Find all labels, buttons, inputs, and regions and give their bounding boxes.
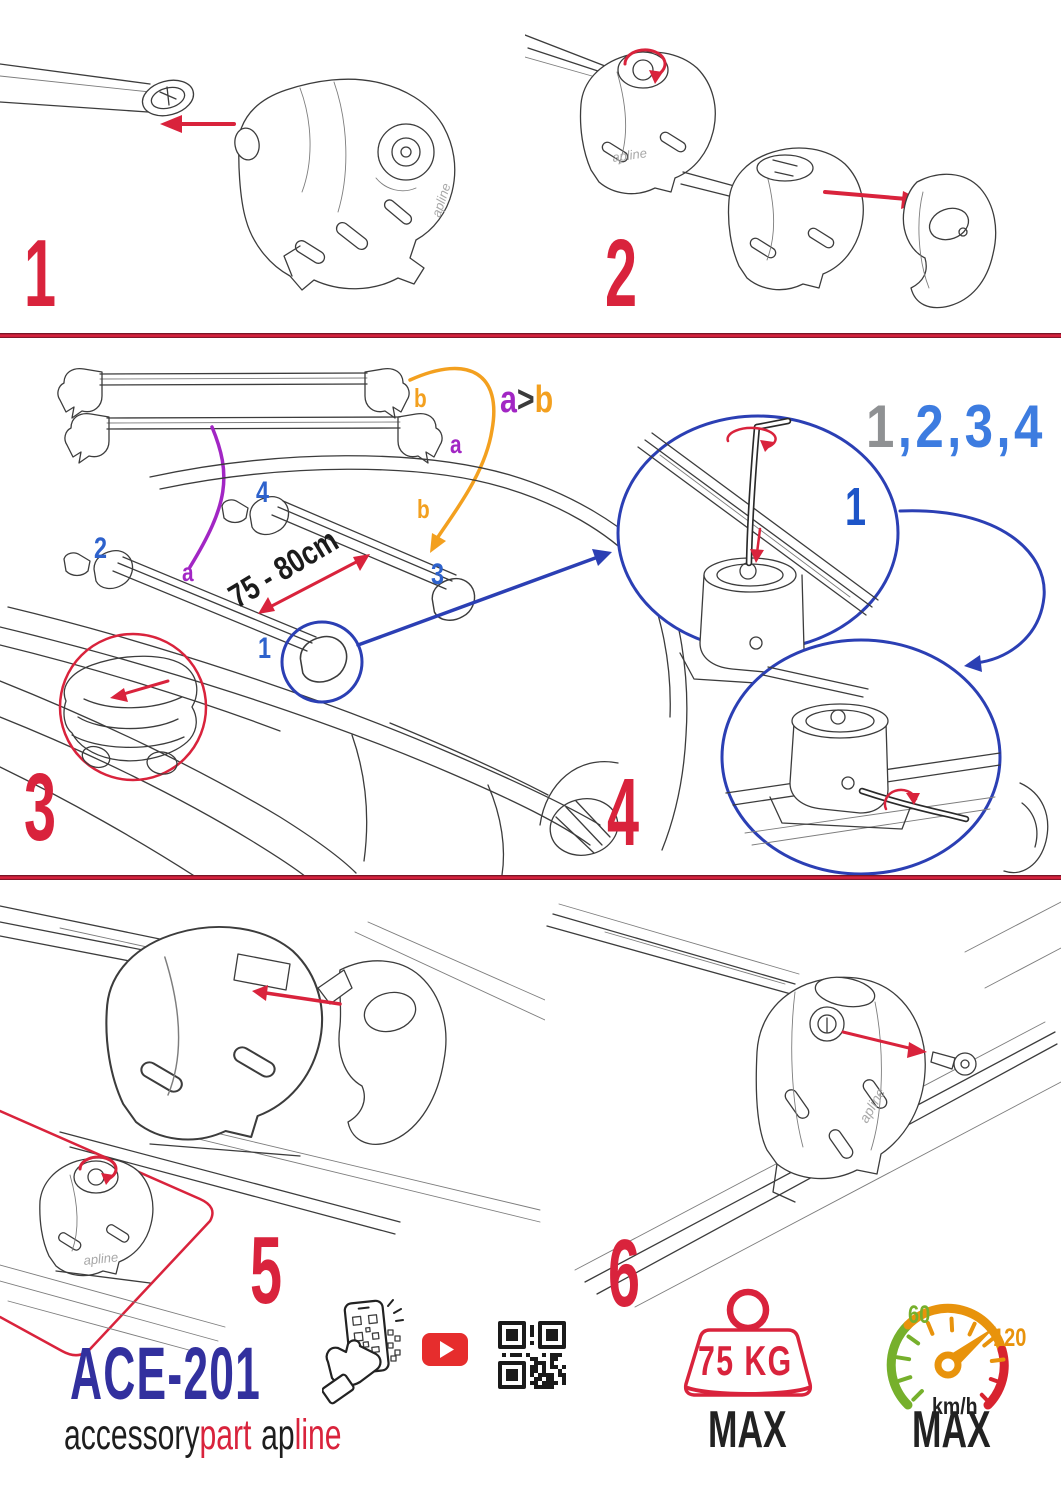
speed-60-label: 60 bbox=[908, 1301, 931, 1329]
speed-max-label: MAX bbox=[912, 1401, 991, 1459]
weight-max-label: MAX bbox=[708, 1401, 787, 1459]
youtube-icon bbox=[422, 1333, 468, 1366]
step-4-number: 4 bbox=[607, 759, 640, 866]
section-divider-2 bbox=[0, 875, 1061, 880]
step-1-number: 1 bbox=[24, 220, 57, 327]
step-5-number: 5 bbox=[250, 1217, 283, 1324]
step5-installed-foot-badge: apline bbox=[0, 1109, 226, 1357]
apline-logo-script: apline bbox=[83, 1249, 119, 1268]
weight-limit-value: 75 KG bbox=[698, 1337, 793, 1384]
curve-a-label: a bbox=[182, 557, 194, 587]
callout-1-number: 1 bbox=[845, 477, 867, 537]
step5-cover-attachment-illustration bbox=[0, 905, 545, 1235]
roof-position-1: 1 bbox=[258, 632, 272, 665]
roof-mounting-overview-illustration bbox=[0, 366, 1049, 877]
brand-word-line: line bbox=[294, 1411, 342, 1459]
phone-qr-scan-icon bbox=[322, 1299, 404, 1405]
curve-b-label: b bbox=[417, 494, 430, 524]
torque-sequence-label: 1,2,3,4 bbox=[866, 397, 1046, 457]
sequence-first: 1 bbox=[866, 393, 898, 460]
roof-position-3: 3 bbox=[431, 558, 445, 591]
sequence-rest: ,2,3,4 bbox=[897, 393, 1046, 460]
step2-foot-assembly-illustration: apline bbox=[525, 34, 997, 309]
step6-lock-key-illustration: apline bbox=[546, 901, 1061, 1308]
brand-word-ap: ap bbox=[261, 1411, 295, 1459]
compare-operator: > bbox=[516, 379, 535, 421]
roof-position-2: 2 bbox=[94, 532, 108, 565]
speed-limit-icon bbox=[886, 1303, 1009, 1410]
qr-code bbox=[498, 1321, 566, 1389]
apline-logo-script: apline bbox=[611, 145, 647, 165]
model-number: ACE-201 bbox=[70, 1332, 262, 1415]
speed-unit-label: km/h bbox=[932, 1393, 978, 1419]
section-divider-1 bbox=[0, 333, 1061, 338]
step-6-number: 6 bbox=[608, 1220, 641, 1327]
a-greater-than-b-label: a>b bbox=[500, 381, 553, 419]
speed-120-label: 120 bbox=[993, 1324, 1027, 1352]
step-2-number: 2 bbox=[605, 220, 638, 327]
roof-position-4: 4 bbox=[256, 476, 270, 509]
brand-word-part: part bbox=[199, 1411, 252, 1459]
weight-limit-icon bbox=[683, 1288, 813, 1397]
bar-a-label: a bbox=[450, 429, 462, 459]
brand-word-accessory: accessory bbox=[64, 1411, 200, 1459]
step-3-number: 3 bbox=[24, 754, 57, 861]
compare-b: b bbox=[534, 379, 554, 421]
step1-bar-into-foot-illustration: apline bbox=[0, 63, 456, 291]
compare-a: a bbox=[500, 379, 517, 421]
bar-b-label: b bbox=[414, 383, 427, 413]
